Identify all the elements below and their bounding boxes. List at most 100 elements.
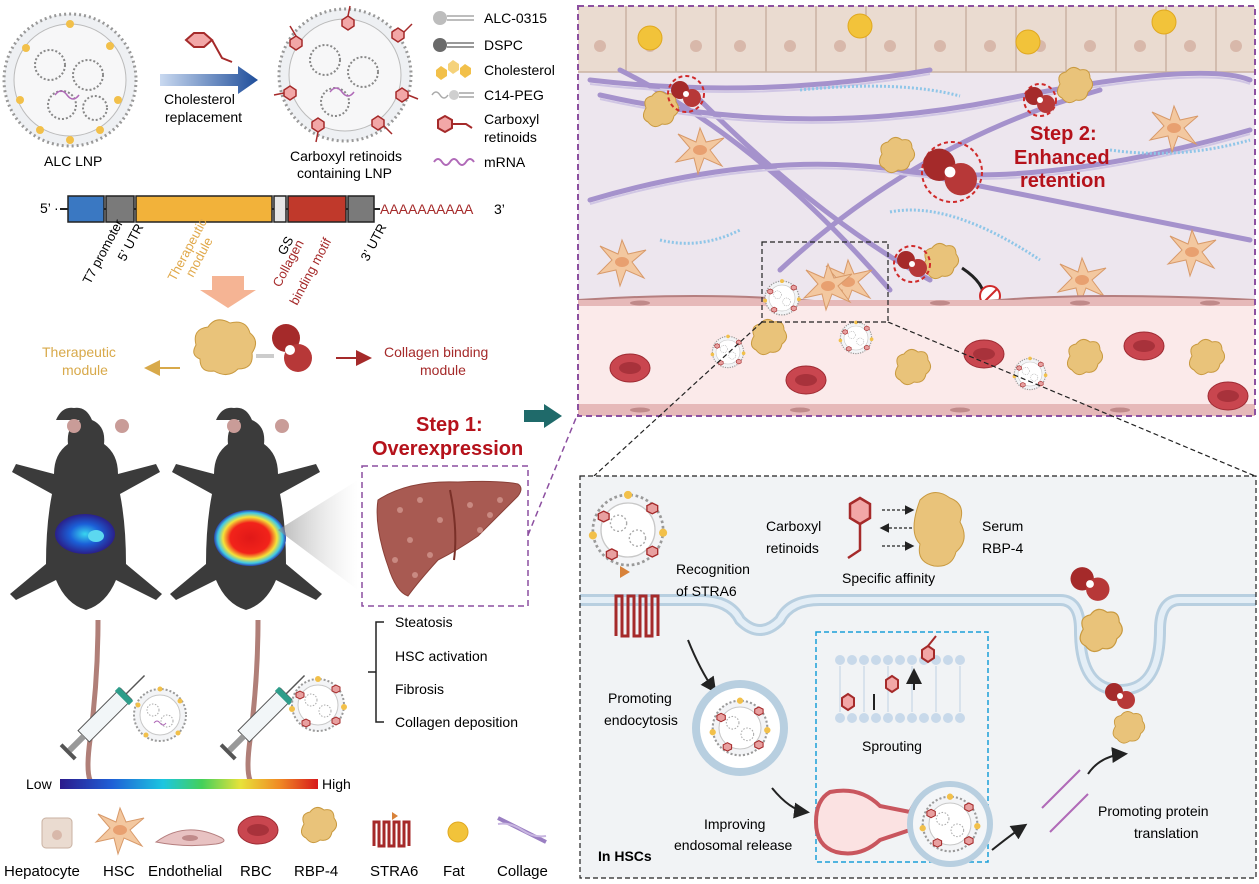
dspc-icon (433, 38, 474, 52)
liver-box (361, 465, 529, 607)
construct-bar (60, 195, 380, 223)
component-c14-peg: C14-PEG (484, 87, 544, 103)
inset-in-hscs: In HSCs (598, 848, 652, 864)
carboxyl-retinoid-icon (848, 496, 872, 526)
hsc-icon (95, 807, 145, 855)
translation-arrow (200, 276, 256, 308)
collagen-fibers-light (589, 73, 1251, 205)
lnp-control-icon (133, 685, 187, 742)
mrna-icon (433, 158, 475, 166)
cell-legend (41, 806, 547, 855)
stra6-receptor (614, 566, 660, 638)
rbc (785, 365, 827, 395)
hsc-inset (580, 476, 1256, 878)
imaging-beam (278, 480, 358, 590)
zoom-line-2 (593, 321, 763, 477)
utr3-block (347, 195, 375, 223)
step2-title-2: Enhanced (1014, 147, 1110, 169)
step2-title-1: Step 2: (1030, 123, 1097, 145)
scale-high: High (322, 776, 351, 792)
inset-translation-2: translation (1134, 825, 1199, 841)
arrow-label-1: Cholesterol (164, 91, 235, 107)
legend-hsc: HSC (103, 863, 135, 880)
step2-title-3: retention (1020, 170, 1106, 192)
inset-affinity: Specific affinity (842, 570, 935, 586)
inset-serum-1: Serum (982, 518, 1023, 534)
collagen-binding-highlight (667, 75, 1057, 283)
legend-hepatocyte: Hepatocyte (4, 863, 80, 880)
legend-collage: Collage (497, 863, 548, 880)
scale-low: Low (26, 776, 53, 792)
inset-endosomal-1: Improving (704, 816, 765, 832)
cholesterol-icon (436, 60, 471, 80)
legend-stra6: STRA6 (370, 863, 418, 880)
c14-peg-icon (431, 90, 474, 100)
inset-endosomal-2: endosomal release (674, 837, 793, 853)
step-arrow (524, 404, 562, 428)
carboxyl-retinoid-lnp (273, 5, 419, 143)
inset-carboxyl-1: Carboxyl (766, 518, 821, 534)
cr-lnp-label-1: Carboxyl retinoids (290, 148, 402, 164)
component-carboxyl-2: retinoids (484, 129, 537, 145)
utr5-block (105, 195, 135, 223)
legend-fat: Fat (443, 863, 466, 880)
three-prime: 3’ (494, 201, 505, 217)
label-utr3: 3’ UTR (357, 221, 389, 263)
legend-rbc: RBC (240, 863, 272, 880)
t7-block (67, 195, 105, 223)
component-carboxyl-1: Carboxyl (484, 111, 539, 127)
conditions-bracket (368, 621, 384, 723)
fusion-therapeutic-1: Therapeutic (42, 344, 116, 360)
rbc (609, 353, 651, 383)
inset-endocytosis-1: Promoting (608, 690, 672, 706)
alc-lnp-label: ALC LNP (44, 153, 102, 169)
collagen-motif-block (287, 195, 347, 223)
zoom-line-1 (527, 417, 577, 536)
step1-title-2: Overexpression (372, 438, 523, 460)
rbc-icon (237, 815, 279, 845)
alc-0315-icon (433, 11, 474, 25)
therapeutic-block (135, 195, 273, 223)
cholesterol-replacement-arrow (160, 32, 258, 94)
five-prime: 5’ (40, 200, 51, 216)
fusion-collagen-2: module (420, 362, 466, 378)
gs-block (273, 195, 287, 223)
fat-icon (447, 821, 469, 843)
component-legend (431, 11, 475, 166)
lnp-treated-icon (288, 675, 348, 732)
tissue-panel (577, 6, 1256, 416)
component-mrna: mRNA (484, 154, 526, 170)
zoom-line-3 (887, 321, 1256, 477)
inset-sprouting: Sprouting (862, 738, 922, 754)
inset-border (579, 475, 1257, 879)
color-scale (60, 779, 318, 789)
alc-lnp (2, 12, 138, 148)
inset-recognition-2: of STRA6 (676, 583, 737, 599)
collagen-icon (497, 816, 547, 844)
endothelial-icon (154, 829, 225, 847)
syringe-treated (219, 674, 306, 761)
arrow-label-2: replacement (165, 109, 242, 125)
tissue-panel-border (577, 5, 1256, 417)
condition-steatosis: Steatosis (395, 614, 453, 630)
syringe-control (59, 674, 146, 761)
condition-fibrosis: Fibrosis (395, 681, 444, 697)
condition-hsc-activation: HSC activation (395, 648, 488, 664)
inset-recognition-1: Recognition (676, 561, 750, 577)
inset-translation-1: Promoting protein (1098, 803, 1209, 819)
fusion-collagen-1: Collagen binding (384, 344, 488, 360)
hepatocyte-row (578, 6, 1255, 73)
step1-title-1: Step 1: (416, 414, 483, 436)
carboxyl-retinoid-icon (184, 32, 214, 48)
sprouting-box (815, 631, 989, 863)
rbc (1207, 381, 1249, 411)
blue-fibers (659, 84, 1251, 262)
fusion-therapeutic-2: module (62, 362, 108, 378)
rbc (1123, 331, 1165, 361)
mouse-control (10, 407, 162, 781)
fusion-protein (193, 319, 312, 375)
component-cholesterol: Cholesterol (484, 62, 555, 78)
carboxyl-retinoids-icon (437, 114, 473, 134)
inset-serum-2: RBP-4 (982, 540, 1023, 556)
